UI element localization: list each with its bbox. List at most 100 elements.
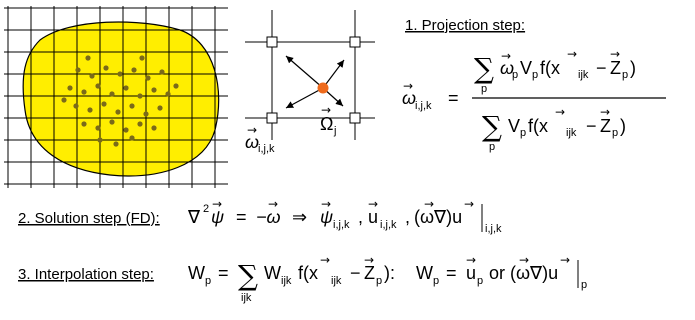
numerator-sum: ∑ xyxy=(474,52,494,85)
interp-Z: Z xyxy=(364,263,375,283)
numerator-close: ) xyxy=(630,58,636,78)
particle xyxy=(157,105,163,111)
solution-implies: ⇒ xyxy=(292,207,307,227)
vector-arrow: → xyxy=(212,197,222,211)
solution-omega-nabla-u: (ω∇)u xyxy=(414,207,462,227)
solution-u-sub: i,j,k xyxy=(380,219,397,231)
interp-or: or xyxy=(489,263,505,283)
grid-node xyxy=(349,112,361,124)
cell-node-omega-sub: i,j,k xyxy=(258,143,275,155)
interp-close: ): xyxy=(384,263,395,283)
projection-lhs-omega: ω xyxy=(402,88,416,108)
vector-arrow: → xyxy=(600,105,610,119)
interp-minus: − xyxy=(350,263,361,283)
vector-arrow-over-omega: → xyxy=(247,123,257,137)
particle xyxy=(115,109,121,115)
computational-grid xyxy=(4,6,228,188)
vector-arrow: → xyxy=(555,105,565,119)
vector-arrow: → xyxy=(464,197,474,211)
interp-x-sub: ijk xyxy=(331,275,342,287)
particle xyxy=(131,67,137,73)
denominator-sum: ∑ xyxy=(482,110,502,143)
denominator-close: ) xyxy=(620,116,626,136)
interp-f: f(x xyxy=(298,263,318,283)
solution-step: 2. Solution step (FD): ∇ 2 ψ → = −ω → ⇒ … xyxy=(18,197,502,235)
numerator-Z-sub: p xyxy=(622,69,628,81)
grid-node xyxy=(266,112,278,124)
particle xyxy=(95,83,101,89)
vector-arrow: → xyxy=(466,253,476,267)
interpolation-step: 3. Interpolation step: W p = ∑ ijk W ijk… xyxy=(18,253,587,304)
particle xyxy=(173,83,179,89)
denominator-minus: − xyxy=(586,116,597,136)
particle xyxy=(137,93,143,99)
interp-W: W xyxy=(188,263,205,283)
grid-cell-figure: ω → i,j,k Ω → j xyxy=(245,10,375,155)
particle xyxy=(81,121,87,127)
numerator-x-sub: ijk xyxy=(578,69,589,81)
vector-arrow: → xyxy=(519,253,529,267)
vector-arrow-over-Omega: → xyxy=(321,103,331,117)
projection-arrow xyxy=(285,55,324,89)
particle xyxy=(129,103,135,109)
particle-domain-figure xyxy=(4,6,228,188)
solution-comma-1: , xyxy=(358,207,363,227)
vector-arrow: → xyxy=(610,47,620,61)
projection-step: 1. Projection step: ω → i,j,k = ∑ p ω → … xyxy=(402,17,666,153)
numerator-omega: ω xyxy=(500,58,514,78)
solution-psi: ψ xyxy=(211,207,224,227)
interp-eval-sub: p xyxy=(581,279,587,291)
interp-W-sub: p xyxy=(205,275,211,287)
numerator-sum-sub: p xyxy=(481,83,487,95)
particle xyxy=(143,111,149,117)
interpolation-step-label: 3. Interpolation step: xyxy=(18,266,154,283)
solution-nabla-exp: 2 xyxy=(203,203,209,215)
particle xyxy=(73,103,79,109)
particle xyxy=(129,135,135,141)
solution-psi-sub: i,j,k xyxy=(333,219,350,231)
grid-node xyxy=(266,36,278,48)
interp-Z-sub: p xyxy=(376,275,382,287)
solution-u: u xyxy=(368,207,378,227)
interp-u: u xyxy=(466,263,476,283)
particle xyxy=(67,85,73,91)
interp-sum-sub: ijk xyxy=(241,292,252,304)
particle xyxy=(75,67,81,73)
particle xyxy=(151,125,157,131)
vector-arrow: → xyxy=(424,197,434,211)
particle xyxy=(123,85,129,91)
particle-highlight xyxy=(317,82,329,94)
projection-arrow xyxy=(322,59,345,89)
denominator-Z-sub: p xyxy=(612,127,618,139)
solution-neg-omega: −ω xyxy=(256,207,281,227)
interp-equals-2: = xyxy=(446,263,457,283)
numerator-f: f(x xyxy=(540,58,560,78)
vector-arrow: → xyxy=(560,253,570,267)
numerator-V-sub: p xyxy=(532,69,538,81)
interp-u-sub: p xyxy=(477,275,483,287)
interp-Wijk-sub: ijk xyxy=(281,275,292,287)
particle xyxy=(81,89,87,95)
particle xyxy=(103,65,109,71)
denominator-sum-sub: p xyxy=(489,141,495,153)
grid-node xyxy=(349,36,361,48)
interp-Wijk: W xyxy=(264,263,281,283)
numerator-omega-sub: p xyxy=(512,69,518,81)
solution-step-label: 2. Solution step (FD): xyxy=(18,210,160,227)
particle xyxy=(139,55,145,61)
particle xyxy=(109,91,115,97)
solution-equals: = xyxy=(236,207,247,227)
projection-arrow xyxy=(285,87,324,109)
interp-W2-sub: p xyxy=(433,275,439,287)
denominator-x-sub: ijk xyxy=(566,127,577,139)
projection-step-label: 1. Projection step: xyxy=(405,17,525,34)
particle xyxy=(137,121,143,127)
numerator-Z: Z xyxy=(610,58,621,78)
solution-nabla: ∇ xyxy=(187,207,201,227)
particle xyxy=(123,127,129,133)
solution-psi-ijk: ψ xyxy=(320,207,333,227)
denominator-Z: Z xyxy=(600,116,611,136)
numerator-V: V xyxy=(520,58,532,78)
particle xyxy=(113,141,119,147)
